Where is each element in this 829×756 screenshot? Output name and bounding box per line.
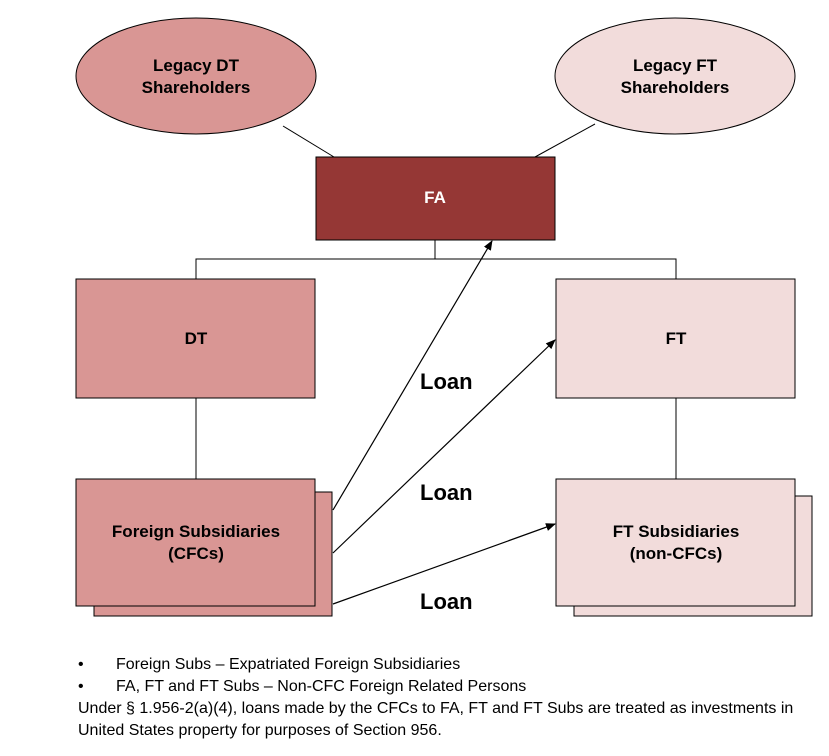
bullet-dot: • [78, 656, 84, 673]
line-legacy-ft-to-fa [534, 123, 596, 158]
bullet-dot: • [78, 678, 84, 695]
foreign-subs-line2: (CFCs) [168, 544, 224, 563]
note-bullet-text: Foreign Subs – Expatriated Foreign Subsi… [116, 656, 461, 673]
loan-arrow-to-fa [332, 240, 493, 511]
ft-subs-line2: (non-CFCs) [630, 544, 723, 563]
line-fa-to-dt [195, 240, 436, 279]
loan-label-3: Loan [420, 589, 473, 614]
line-legacy-dt-to-fa [282, 125, 335, 158]
line-fa-to-ft [435, 258, 677, 279]
notes-section: • Foreign Subs – Expatriated Foreign Sub… [78, 654, 823, 742]
ft-subs-line1: FT Subsidiaries [613, 522, 740, 541]
loan-arrow-to-ft [332, 339, 556, 554]
note-bullet-text: FA, FT and FT Subs – Non-CFC Foreign Rel… [116, 678, 527, 695]
legacy-dt-shareholders-node: Legacy DT Shareholders [75, 17, 317, 135]
legacy-ft-shareholders-node: Legacy FT Shareholders [554, 17, 796, 135]
loan-arrow-to-ft-subs [332, 523, 556, 605]
loan-arrows [332, 240, 556, 605]
ft-label: FT [666, 329, 687, 348]
legacy-ft-line1: Legacy FT [633, 56, 718, 75]
legacy-dt-line2: Shareholders [142, 78, 251, 97]
legacy-ft-line2: Shareholders [621, 78, 730, 97]
fa-label: FA [424, 188, 446, 207]
ownership-lines [195, 123, 677, 479]
note-paragraph: Under § 1.956-2(a)(4), loans made by the… [78, 700, 794, 739]
dt-label: DT [185, 329, 208, 348]
legacy-dt-line1: Legacy DT [153, 56, 240, 75]
foreign-subs-front-card [75, 478, 316, 607]
foreign-subsidiaries-node: Foreign Subsidiaries (CFCs) [75, 478, 333, 617]
foreign-subs-line1: Foreign Subsidiaries [112, 522, 280, 541]
ownership-diagram: Legacy DT Shareholders Legacy FT Shareho… [75, 17, 813, 617]
ft-subs-front-card [555, 478, 796, 607]
fa-node: FA [315, 156, 556, 241]
note-bullet: • Foreign Subs – Expatriated Foreign Sub… [78, 654, 823, 676]
ft-subsidiaries-node: FT Subsidiaries (non-CFCs) [555, 478, 813, 617]
loan-label-2: Loan [420, 480, 473, 505]
ft-node: FT [555, 278, 796, 399]
dt-node: DT [75, 278, 316, 399]
loan-label-1: Loan [420, 369, 473, 394]
note-bullet: • FA, FT and FT Subs – Non-CFC Foreign R… [78, 676, 823, 698]
